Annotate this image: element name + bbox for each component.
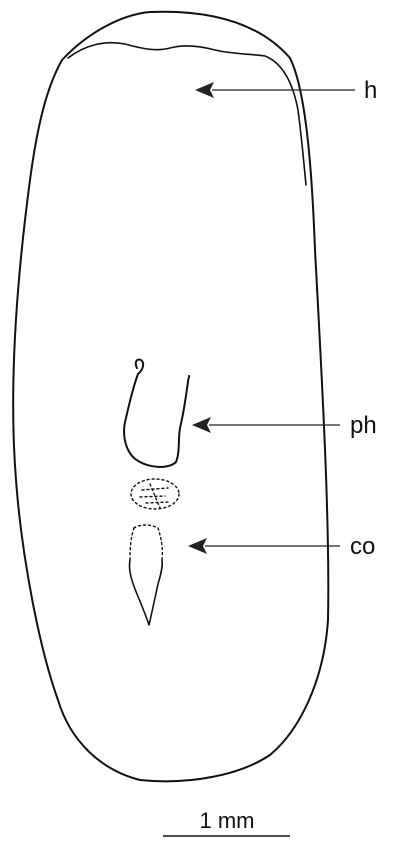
label-h: h — [364, 77, 377, 104]
copulatory-organ-outline — [129, 525, 162, 625]
arrow-pharynx-label — [192, 417, 340, 433]
head-boundary — [68, 43, 306, 185]
arrow-copulatory-label — [188, 538, 340, 554]
label-ph: ph — [350, 412, 377, 439]
arrow-head-label — [195, 82, 355, 98]
body-outline — [13, 12, 328, 782]
label-co: co — [350, 533, 375, 560]
pharynx-outline — [124, 359, 189, 466]
stippled-region — [131, 479, 179, 509]
scale-bar-label: 1 mm — [200, 808, 255, 833]
